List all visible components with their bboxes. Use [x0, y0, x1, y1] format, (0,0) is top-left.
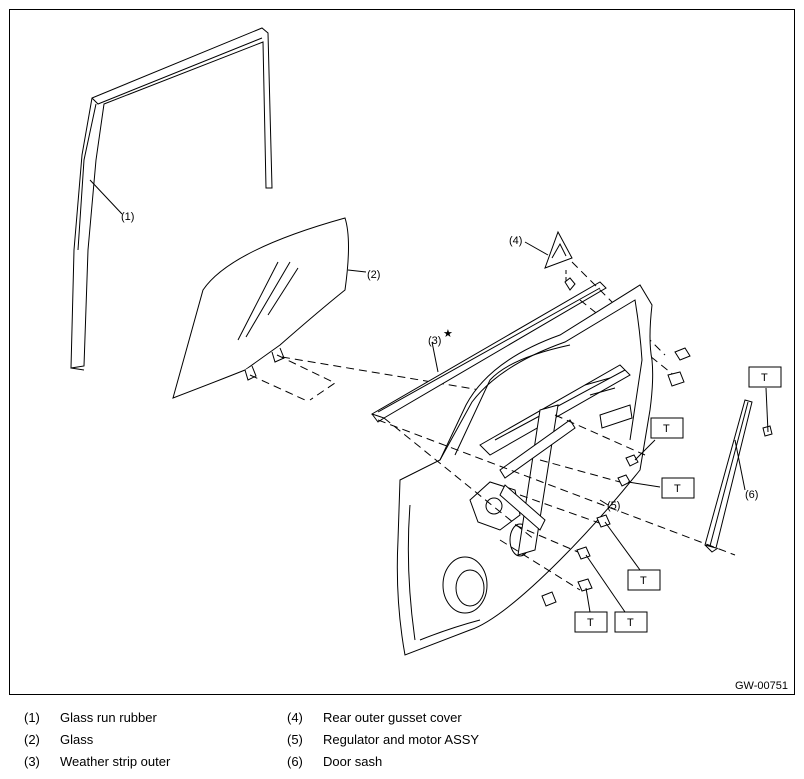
- torque-mark: T: [627, 617, 634, 629]
- callout-4: (4): [509, 235, 522, 247]
- torque-mark: T: [587, 617, 594, 629]
- star-mark: ★: [443, 328, 453, 340]
- legend-label: Rear outer gusset cover: [323, 710, 462, 725]
- legend-label: Regulator and motor ASSY: [323, 732, 480, 747]
- torque-mark: T: [761, 372, 768, 384]
- alignment-lines: [377, 417, 736, 556]
- diagram-frame: [9, 9, 795, 695]
- door-sash: [704, 399, 753, 553]
- legend-number: (3): [24, 754, 40, 769]
- exploded-view-diagram: (1) (2) (3) ★ (4) (5) (6) T T T T T T: [70, 27, 782, 656]
- legend-label: Door sash: [323, 754, 383, 769]
- legend-number: (4): [287, 710, 303, 725]
- legend-label: Glass: [60, 732, 94, 747]
- callout-6: (6): [745, 489, 758, 501]
- callout-1: (1): [121, 211, 134, 223]
- leader-lines: [89, 179, 769, 613]
- callout-2: (2): [367, 269, 380, 281]
- torque-mark: T: [674, 483, 681, 495]
- callout-3: (3): [428, 335, 441, 347]
- legend-label: Glass run rubber: [60, 710, 157, 725]
- legend-label: Weather strip outer: [60, 754, 171, 769]
- torque-boxes: [574, 366, 782, 633]
- legend-number: (5): [287, 732, 303, 747]
- torque-mark: T: [663, 423, 670, 435]
- weather-strip-outer: [370, 281, 607, 423]
- legend-number: (1): [24, 710, 40, 725]
- legend-number: (2): [24, 732, 40, 747]
- figure-id: GW-00751: [735, 680, 788, 692]
- callout-5: (5): [607, 500, 620, 512]
- torque-mark: T: [640, 575, 647, 587]
- glass-run-rubber: [70, 27, 273, 371]
- legend-number: (6): [287, 754, 303, 769]
